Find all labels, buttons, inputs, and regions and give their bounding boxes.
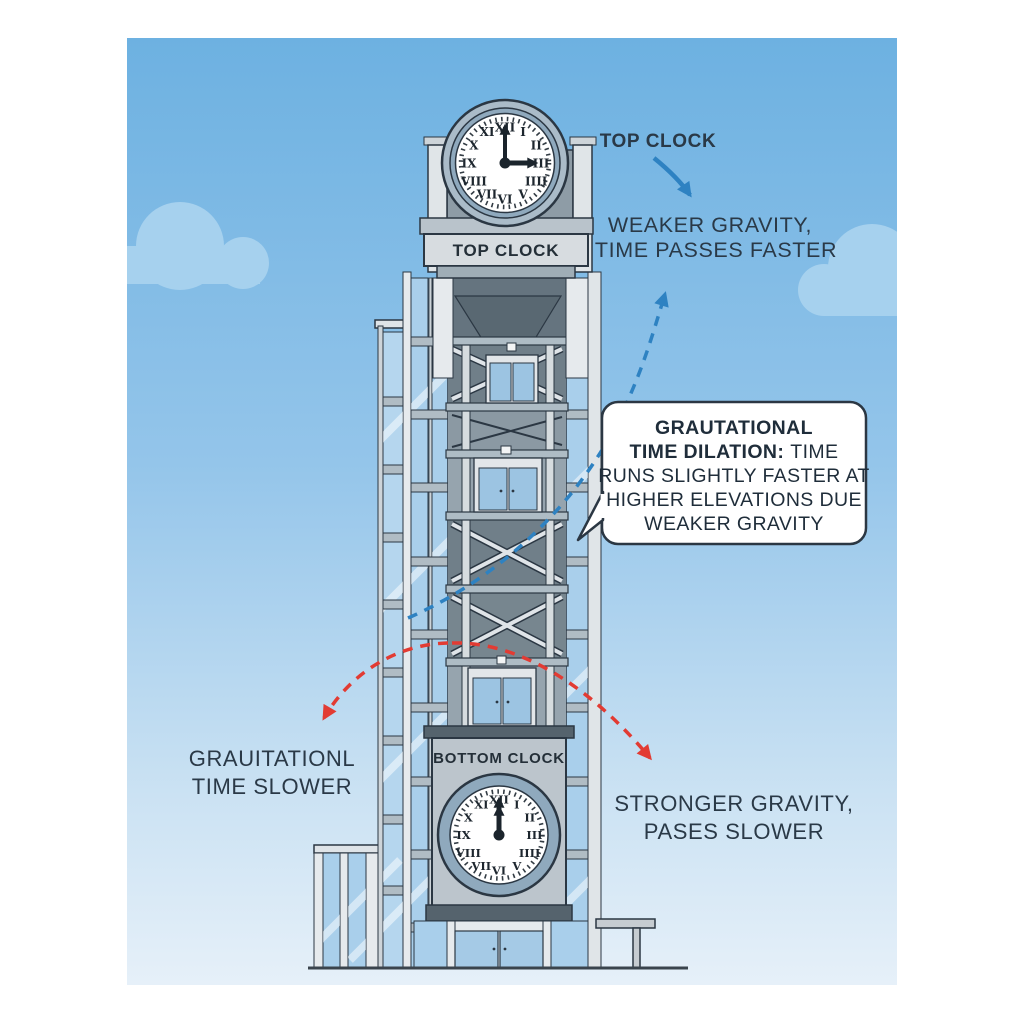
floor-bands	[382, 336, 589, 933]
clock-numeral: XI	[480, 125, 495, 139]
blue-dashed-arrow	[407, 291, 669, 620]
clock-numeral: X	[464, 810, 473, 824]
slower-line2: TIME SLOWER	[192, 774, 353, 799]
clock-numeral: V	[511, 859, 522, 873]
clock-numeral: VIII	[460, 174, 488, 188]
time-slower-caption: GRAUITATIONL TIME SLOWER	[189, 746, 356, 799]
elevator-middle	[473, 445, 543, 513]
clock-numeral: III	[526, 828, 542, 842]
clock-numeral: IIII	[525, 174, 548, 188]
entrance	[413, 904, 589, 969]
slower-line1: GRAUITATIONL	[189, 746, 356, 771]
clock-numeral: II	[524, 810, 535, 824]
clock-numeral: VIII	[455, 846, 481, 860]
top-pier-left	[432, 277, 454, 379]
clock-numeral: X	[469, 138, 479, 152]
weaker-gravity-caption: WEAKER GRAVITY, TIME PASSES FASTER	[595, 213, 837, 262]
entrance-door-right	[499, 930, 544, 969]
red-dashed-arrow-right	[451, 641, 652, 761]
bubble-line3: RUNS SLIGHTLY FASTER AT	[598, 465, 869, 487]
clock-numeral: VII	[476, 188, 498, 202]
top-clock-callout: TOP CLOCK	[600, 131, 717, 152]
clock-numeral: VI	[491, 864, 506, 878]
clock-numeral: IIII	[519, 846, 541, 860]
entrance-door-left	[454, 930, 499, 969]
clock-numeral: I	[514, 797, 519, 811]
bottom-clock-label: BOTTOM CLOCK	[433, 750, 565, 767]
bubble-line1: GRAUTATIONAL	[655, 417, 813, 439]
stronger-line2: PASES SLOWER	[644, 819, 824, 844]
glass-curtain-walls	[402, 271, 602, 969]
base-annex	[313, 844, 381, 969]
clock-center	[499, 157, 511, 169]
clock-numeral: VII	[470, 859, 491, 873]
clock-numeral: XI	[474, 797, 488, 811]
elevator-lower	[467, 655, 537, 727]
clock-numeral: IX	[456, 828, 470, 842]
core-shaft	[445, 277, 569, 734]
top-pier-right	[565, 277, 589, 379]
left-wing	[374, 319, 408, 969]
clock-tower: BOTTOM CLOCK XIIIIIIIIIIIIVVIVIIVIIIIXXX…	[313, 98, 656, 969]
weaker-line2: TIME PASSES FASTER	[595, 238, 837, 262]
elevator-upper	[485, 342, 539, 404]
clock-numeral: III	[533, 156, 550, 170]
bubble-line2: TIME DILATION:TIME	[630, 441, 839, 463]
time-dilation-bubble: GRAUTATIONAL TIME DILATION:TIME RUNS SLI…	[576, 400, 869, 546]
weaker-line1: WEAKER GRAVITY,	[608, 213, 812, 237]
bottom-clock-hands	[493, 796, 505, 841]
clock-numeral: I	[520, 125, 526, 139]
cloud-left	[127, 202, 269, 290]
bubble-line4: HIGHER ELEVATIONS DUE	[606, 489, 862, 511]
clock-numeral: VI	[497, 192, 513, 206]
clock-numeral: IX	[462, 156, 478, 170]
cloud-right	[798, 224, 897, 316]
clock-center	[493, 829, 505, 841]
clock-numeral: II	[531, 138, 543, 152]
stronger-line1: STRONGER GRAVITY,	[614, 791, 853, 816]
bubble-line5: WEAKER GRAVITY	[644, 513, 824, 535]
stronger-gravity-caption: STRONGER GRAVITY, PASES SLOWER	[614, 791, 853, 844]
top-clock-ticks	[458, 116, 552, 210]
top-clock-hands	[499, 123, 539, 169]
red-dashed-arrow-left	[322, 641, 449, 721]
top-clock-plaque-label: TOP CLOCK	[453, 241, 560, 260]
clock-numeral: V	[517, 188, 528, 202]
bottom-clock-ticks	[453, 789, 545, 881]
solid-blue-arrow	[652, 156, 692, 198]
